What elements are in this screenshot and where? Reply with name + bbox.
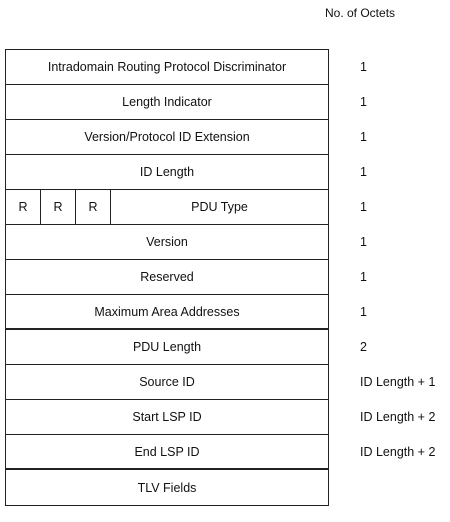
field-row-end-lsp-id: End LSP ID <box>6 435 328 470</box>
field-row-pdu-length: PDU Length <box>6 330 328 365</box>
field-label: Length Indicator <box>122 95 212 109</box>
field-label: Version <box>146 235 188 249</box>
field-label: Source ID <box>139 375 195 389</box>
reserved-bit: R <box>41 190 76 224</box>
reserved-bit: R <box>76 190 111 224</box>
octet-count: 1 <box>360 234 367 249</box>
field-row-discriminator: Intradomain Routing Protocol Discriminat… <box>6 50 328 85</box>
field-label: Version/Protocol ID Extension <box>84 130 250 144</box>
field-label: Intradomain Routing Protocol Discriminat… <box>47 60 287 74</box>
octet-count: 2 <box>360 339 367 354</box>
field-label: Maximum Area Addresses <box>94 304 240 319</box>
reserved-bit: R <box>6 190 41 224</box>
field-row-start-lsp-id: Start LSP ID <box>6 400 328 435</box>
octet-count: 1 <box>360 269 367 284</box>
octet-count: 1 <box>360 94 367 109</box>
field-label: Reserved <box>140 270 194 284</box>
octet-count: ID Length + 2 <box>360 444 436 459</box>
octet-count: ID Length + 1 <box>360 374 436 389</box>
field-row-max-area-addresses: Maximum Area Addresses <box>6 295 328 330</box>
octet-count: 1 <box>360 59 367 74</box>
pdu-format-table: Intradomain Routing Protocol Discriminat… <box>5 49 329 506</box>
octets-column: 1 1 1 1 1 1 1 1 2 ID Length + 1 ID Lengt… <box>360 49 450 469</box>
octet-count: ID Length + 2 <box>360 409 436 424</box>
field-row-version: Version <box>6 225 328 260</box>
octet-count: 1 <box>360 199 367 214</box>
field-label: End LSP ID <box>134 444 200 459</box>
field-row-pdu-type: R R R PDU Type <box>6 190 328 225</box>
field-label: Start LSP ID <box>132 410 202 424</box>
field-row-length-indicator: Length Indicator <box>6 85 328 120</box>
octet-count: 1 <box>360 129 367 144</box>
field-label: TLV Fields <box>137 480 197 495</box>
field-row-tlv-fields: TLV Fields <box>6 470 328 505</box>
field-row-version-protocol-id: Version/Protocol ID Extension <box>6 120 328 155</box>
field-label: PDU Length <box>132 340 202 354</box>
field-label: ID Length <box>139 165 195 179</box>
field-label: PDU Type <box>191 200 248 214</box>
field-row-source-id: Source ID <box>6 365 328 400</box>
octets-column-title: No. of Octets <box>325 6 396 20</box>
octet-count: 1 <box>360 304 367 319</box>
octet-count: 1 <box>360 164 367 179</box>
field-row-reserved: Reserved <box>6 260 328 295</box>
field-row-id-length: ID Length <box>6 155 328 190</box>
